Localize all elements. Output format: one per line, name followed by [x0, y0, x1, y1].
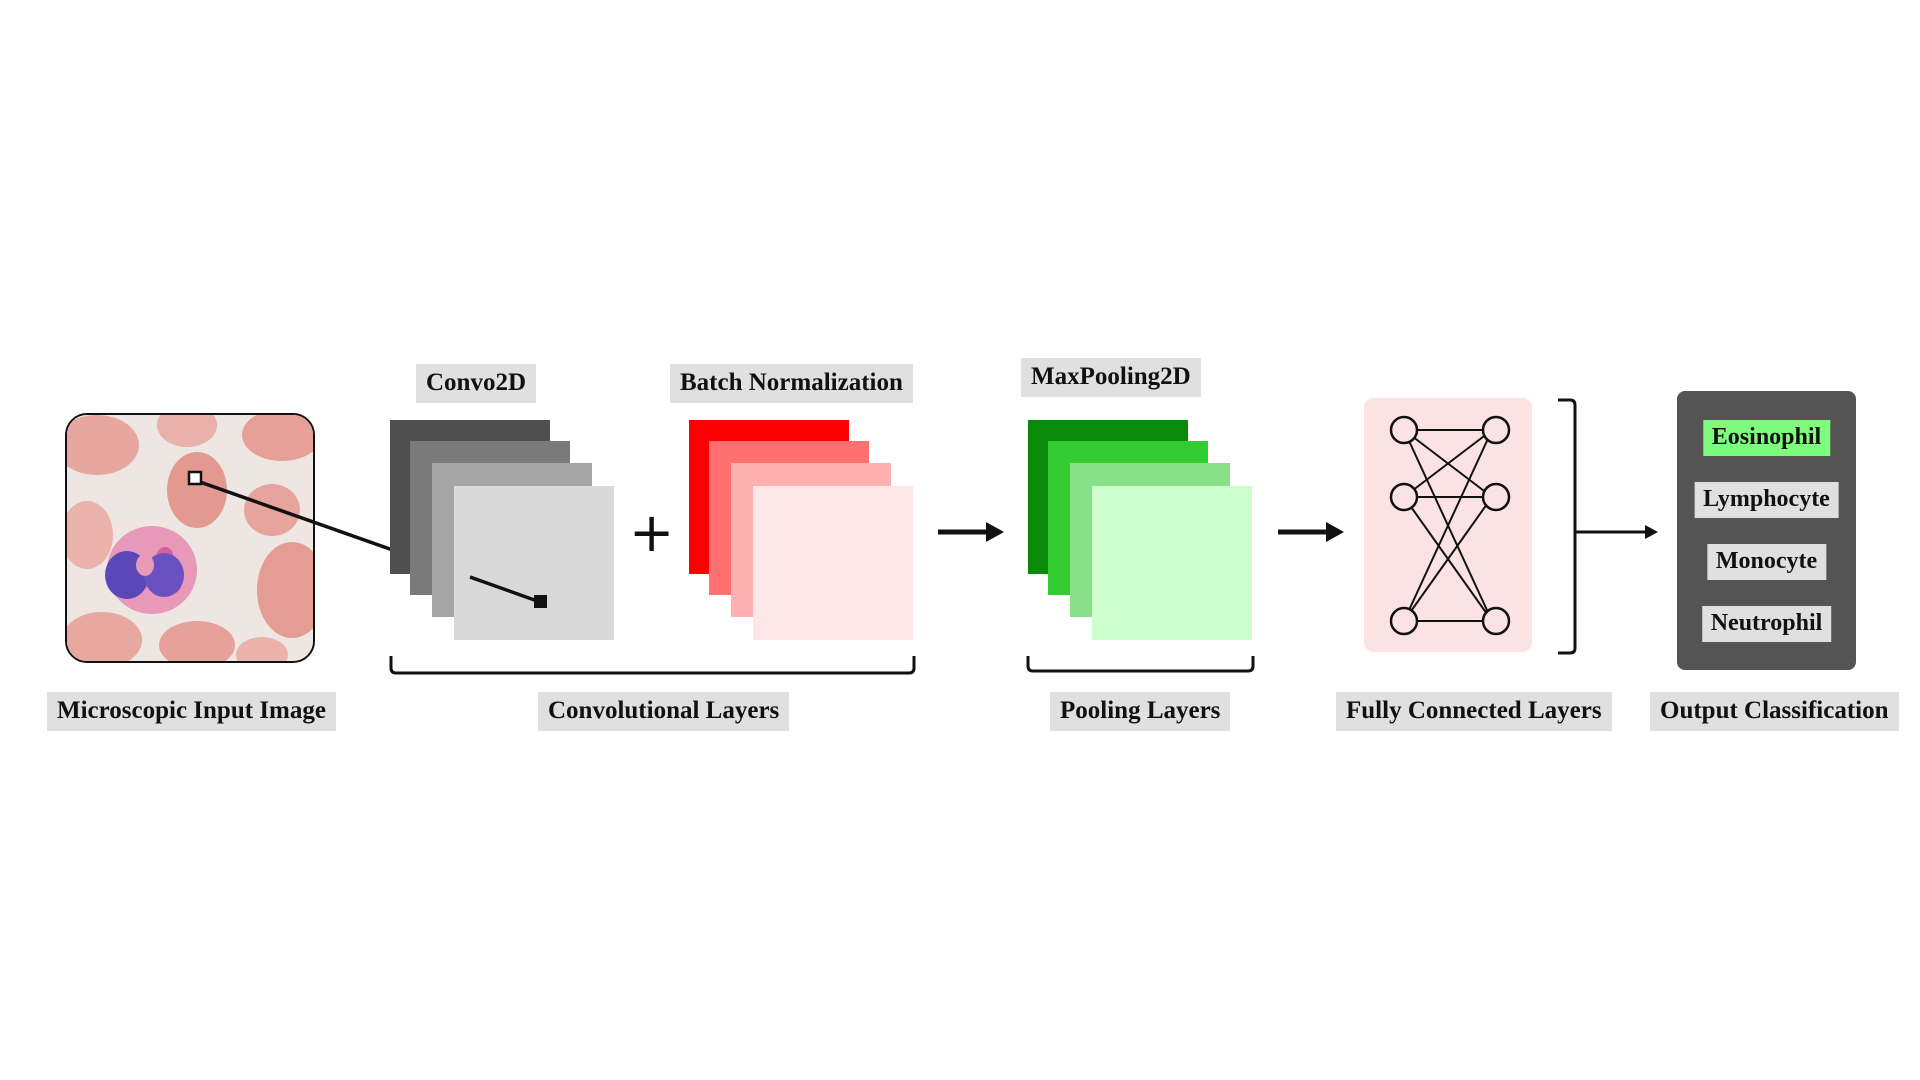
kernel-line-overlay	[469, 575, 541, 604]
kernel-patch-marker	[187, 470, 203, 486]
pool-map-4	[1092, 486, 1252, 640]
pooling-layers-label: Pooling Layers	[1050, 692, 1231, 731]
class-neutrophil: Neutrophil	[1701, 606, 1832, 642]
conv2d-label: Convo2D	[416, 364, 537, 403]
fully-connected-network	[1364, 398, 1532, 652]
output-classification-label: Output Classification	[1650, 692, 1899, 731]
plus-operator: +	[629, 501, 675, 564]
fc-output-node	[1481, 606, 1511, 636]
input-image-label: Microscopic Input Image	[47, 692, 336, 731]
output-classification-panel: Eosinophil Lymphocyte Monocyte Neutrophi…	[1677, 391, 1856, 670]
conv-feature-map-4	[454, 486, 614, 640]
blood-cell-image	[67, 415, 313, 661]
fc-network-graph	[1389, 415, 1511, 636]
fc-layers-label: Fully Connected Layers	[1336, 692, 1612, 731]
pool-bracket-path	[1026, 656, 1255, 673]
arrow-head	[1645, 525, 1658, 539]
conv-bracket-path	[389, 656, 916, 675]
fc-input-node	[1389, 482, 1419, 512]
kernel-target-marker-overlay	[534, 595, 547, 608]
fc-bracket-path	[1558, 398, 1577, 655]
class-eosinophil: Eosinophil	[1702, 420, 1831, 456]
arrow-head	[1326, 522, 1344, 542]
microscopic-input-image	[65, 413, 315, 663]
class-lymphocyte: Lymphocyte	[1694, 482, 1839, 518]
fc-output-node	[1481, 482, 1511, 512]
fc-output-node	[1481, 415, 1511, 445]
fc-input-node	[1389, 415, 1419, 445]
fc-input-node	[1389, 606, 1419, 636]
batchnorm-map-4	[753, 486, 913, 640]
maxpool-label: MaxPooling2D	[1021, 358, 1201, 397]
conv-layers-label: Convolutional Layers	[538, 692, 790, 731]
arrow-head	[986, 522, 1004, 542]
batchnorm-label: Batch Normalization	[670, 364, 913, 403]
class-monocyte: Monocyte	[1706, 544, 1827, 580]
